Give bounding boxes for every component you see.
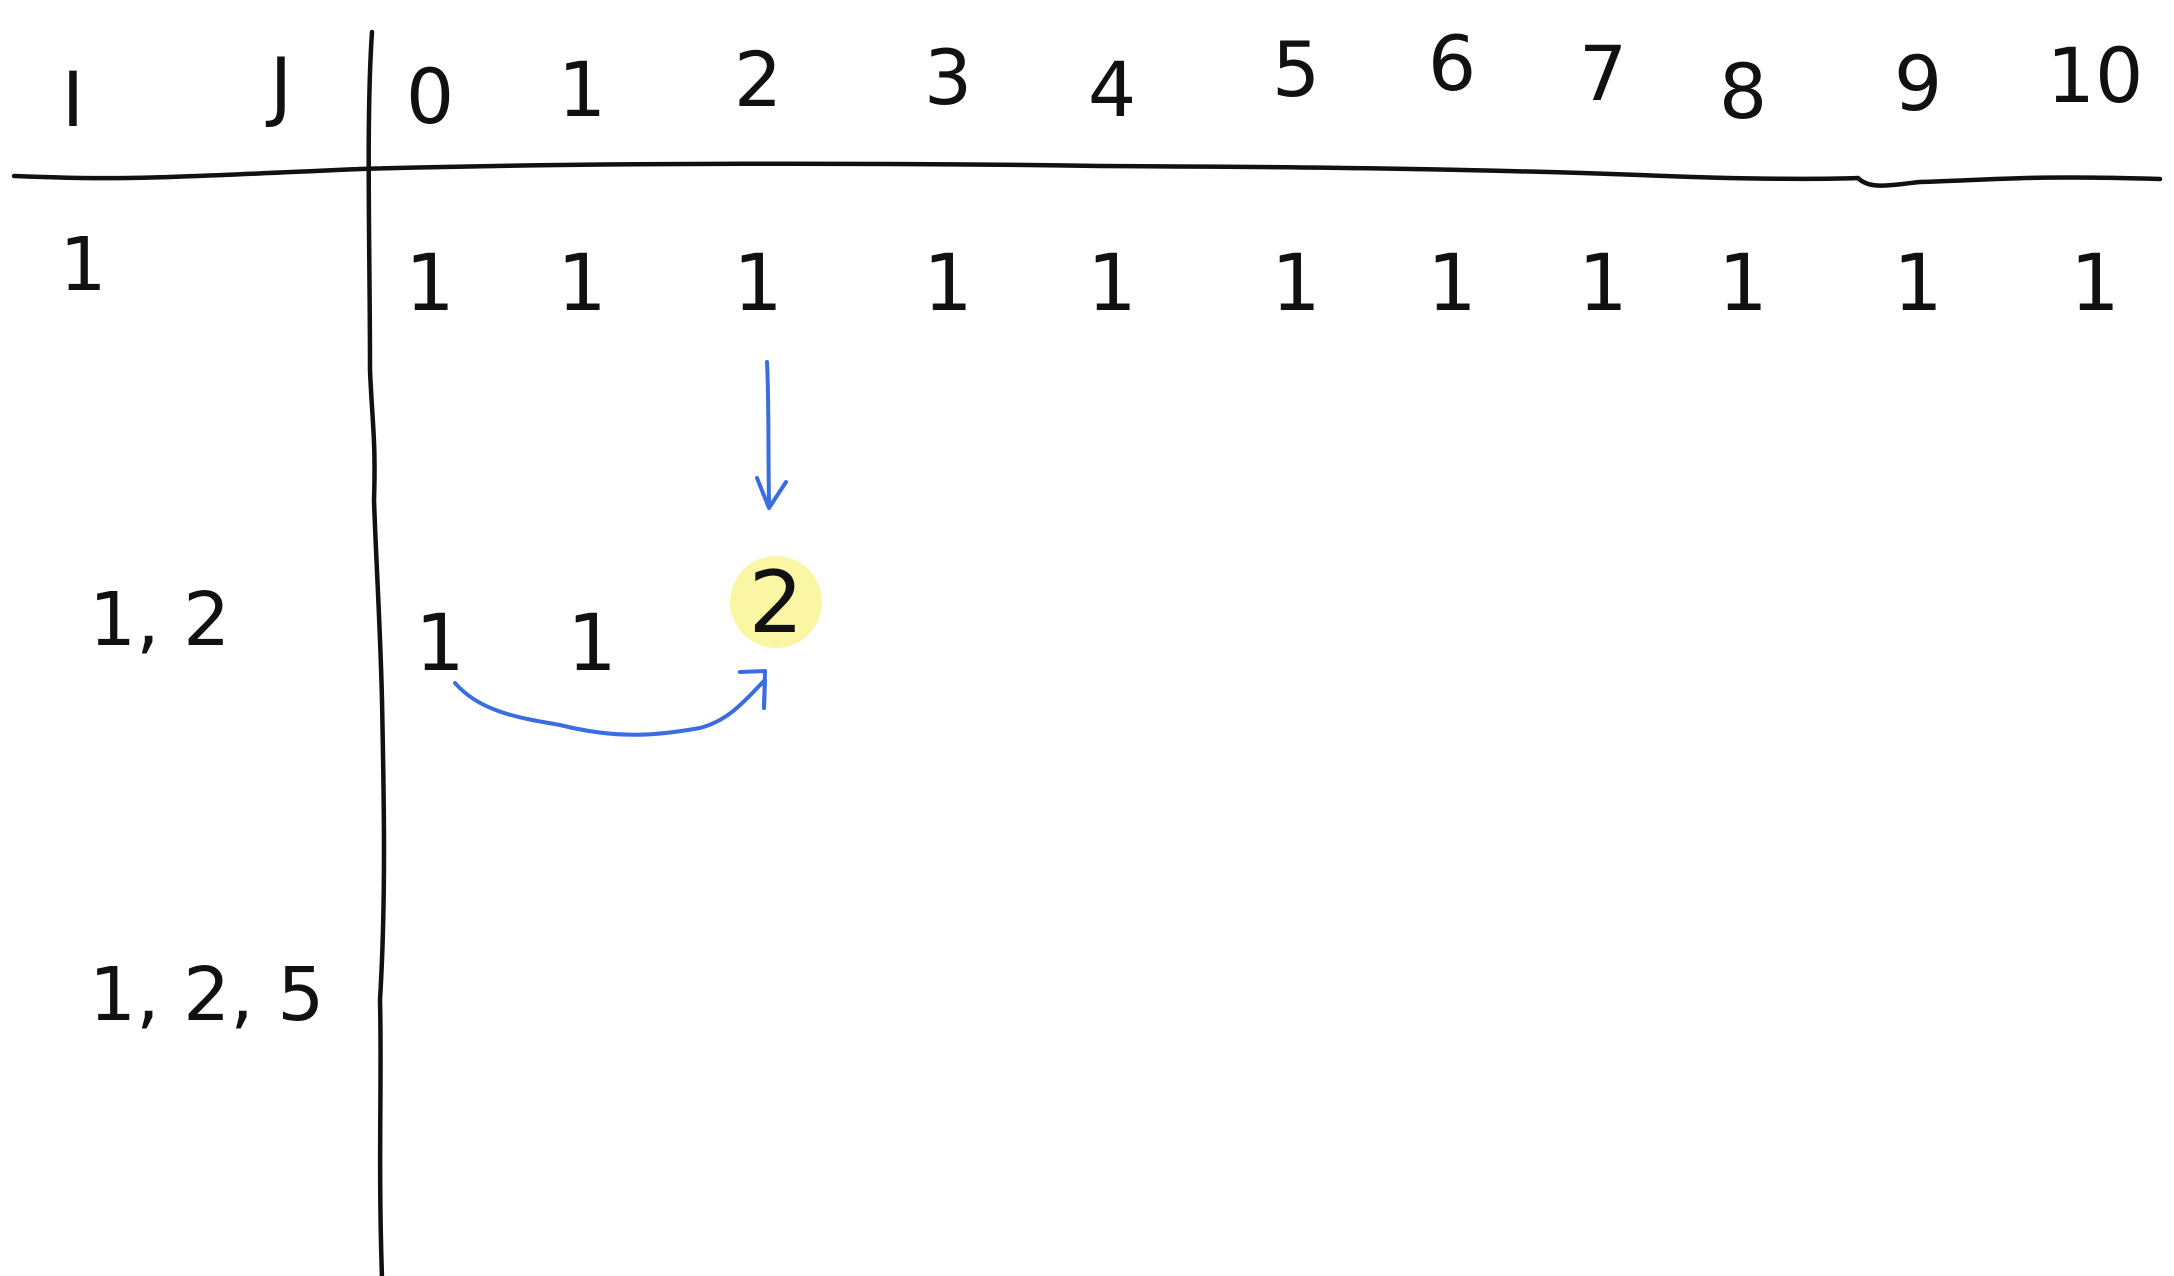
cell-value-r0-c6: 1 — [1427, 239, 1477, 329]
highlighted-cell-marker — [730, 556, 822, 648]
label-divider-line — [366, 29, 387, 1276]
row-items-label-1: 1, 2 — [89, 577, 230, 663]
capacity-label-7: 7 — [1579, 29, 1627, 118]
capacity-label-5: 5 — [1272, 25, 1320, 114]
cell-value-r0-c9: 1 — [1893, 239, 1943, 329]
cell-value-r0-c10: 1 — [2070, 239, 2120, 329]
capacity-label-10: 10 — [2047, 31, 2144, 120]
capacity-label-8: 8 — [1719, 47, 1767, 136]
cell-value-r0-c4: 1 — [1087, 239, 1137, 329]
cell-value-r1-c1: 1 — [567, 599, 617, 689]
capacity-label-9: 9 — [1894, 39, 1942, 128]
capacity-label-6: 6 — [1428, 19, 1476, 108]
cell-value-r0-c2: 1 — [733, 239, 783, 329]
capacity-label-2: 2 — [734, 35, 782, 124]
capacity-label-3: 3 — [924, 33, 972, 122]
cell-value-r0-c3: 1 — [923, 239, 973, 329]
cell-value-r1-c0: 1 — [415, 599, 465, 689]
row-items-label-2: 1, 2, 5 — [89, 952, 324, 1038]
header-j-label: J — [266, 41, 292, 130]
curved-arrow — [453, 678, 767, 737]
down-arrowhead-icon — [755, 476, 788, 510]
capacity-label-4: 4 — [1088, 45, 1136, 134]
down-arrow — [765, 360, 771, 507]
dependency-arrows — [453, 360, 788, 737]
cell-value-r0-c0: 1 — [405, 239, 455, 329]
cell-value-r0-c8: 1 — [1718, 239, 1768, 329]
header-divider-line — [11, 161, 2163, 188]
curved-arrowhead-icon — [738, 669, 767, 710]
capacity-label-0: 0 — [406, 52, 454, 141]
cell-value-r0-c5: 1 — [1271, 239, 1321, 329]
row-items-label-0: 1 — [59, 222, 106, 308]
cell-value-r0-c1: 1 — [557, 239, 607, 329]
row-labels: 1 1, 2 1, 2, 5 — [59, 222, 324, 1038]
header-i-label: I — [62, 55, 84, 144]
cell-value-r0-c7: 1 — [1578, 239, 1628, 329]
capacity-label-1: 1 — [558, 45, 606, 134]
highlighted-cell-value: 2 — [749, 553, 804, 653]
capacity-header: 0 1 2 3 4 5 6 7 8 9 10 — [406, 19, 2144, 141]
